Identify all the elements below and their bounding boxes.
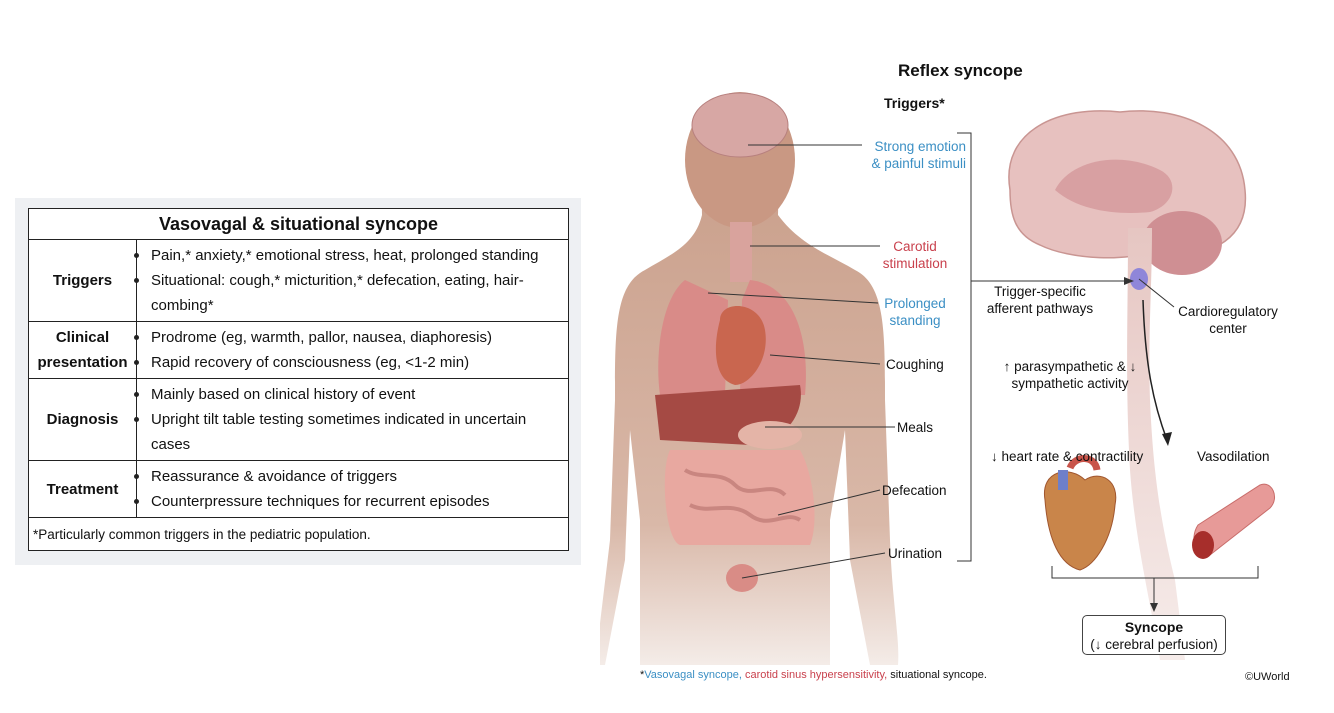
- row-label: Treatment: [28, 460, 137, 518]
- afferent-arrowhead: [1124, 277, 1134, 285]
- list-item: Upright tilt table testing sometimes ind…: [134, 407, 562, 457]
- list-item: Prodrome (eg, warmth, pallor, nausea, di…: [134, 325, 562, 350]
- table-footnote: *Particularly common triggers in the ped…: [28, 517, 569, 551]
- reflex-syncope-diagram: Reflex syncope Triggers* Strong emotion …: [600, 0, 1334, 713]
- blood-vessel-illustration: [1192, 483, 1275, 559]
- right-lung: [658, 280, 728, 395]
- trachea-shape: [730, 222, 752, 282]
- intestine-loops: [683, 468, 802, 523]
- corpus-callosum: [1055, 159, 1173, 213]
- table-row-diagnosis: Diagnosis Mainly based on clinical histo…: [28, 378, 569, 461]
- list-item: Counterpressure techniques for recurrent…: [134, 489, 562, 514]
- heart-shape: [715, 306, 766, 385]
- efferent-arrow-line: [1142, 299, 1168, 441]
- trigger-label-urination: Urination: [888, 546, 943, 561]
- row-label: Triggers: [28, 239, 137, 322]
- trigger-leader-lines: [707, 144, 895, 579]
- footnote-star: *: [640, 669, 645, 681]
- diagram-title: Reflex syncope: [898, 61, 1023, 80]
- spinal-cord: [1127, 228, 1185, 660]
- bracket-and-arrows: [957, 132, 1259, 605]
- syncope-summary-table: Vasovagal & situational syncope Triggers…: [28, 208, 569, 551]
- heart-illustration: [1044, 455, 1117, 571]
- table-row-clinical-presentation: Clinical presentation Prodrome (eg, warm…: [28, 321, 569, 379]
- efferent-arrowhead: [1162, 432, 1172, 446]
- afferent-pathways-label: Trigger-specific afferent pathways: [986, 284, 1094, 316]
- diagram-illustration: [600, 92, 1275, 665]
- intestines-shape: [664, 450, 815, 545]
- brain-shape: [691, 92, 789, 158]
- list-item: Mainly based on clinical history of even…: [134, 382, 562, 407]
- trigger-label-standing: Prolonged standing: [884, 296, 946, 328]
- triggers-heading: Triggers*: [884, 95, 945, 111]
- list-item: Pain,* anxiety,* emotional stress, heat,…: [134, 243, 562, 268]
- list-item: Rapid recovery of consciousness (eg, <1-…: [134, 350, 562, 375]
- human-body-illustration: [600, 92, 899, 665]
- diagram-footnote: *Vasovagal syncope, carotid sinus hypers…: [640, 669, 987, 681]
- list-item: Situational: cough,* micturition,* defec…: [134, 268, 562, 318]
- stomach-shape: [738, 421, 802, 449]
- brain-spinal-cord-illustration: [1008, 110, 1247, 660]
- trigger-label-emotion: Strong emotion & painful stimuli: [871, 139, 966, 171]
- table-title: Vasovagal & situational syncope: [28, 208, 569, 240]
- heart-effect-label: ↓ heart rate & contractility: [991, 449, 1144, 464]
- syncope-title: Syncope: [1124, 619, 1184, 635]
- syncope-subtitle: (↓ cerebral perfusion): [1090, 637, 1218, 652]
- syncope-summary-panel: Vasovagal & situational syncope Triggers…: [15, 198, 581, 565]
- footnote-vasovagal: Vasovagal syncope,: [644, 669, 742, 681]
- row-label: Diagnosis: [28, 378, 137, 461]
- footnote-carotid: carotid sinus hypersensitivity,: [744, 669, 888, 681]
- table-row-triggers: Triggers Pain,* anxiety,* emotional stre…: [28, 239, 569, 322]
- footnote-situational: situational syncope.: [890, 669, 987, 681]
- copyright-text: ©UWorld: [1245, 671, 1290, 683]
- trigger-label-coughing: Coughing: [886, 357, 944, 372]
- trigger-label-meals: Meals: [897, 420, 934, 435]
- cerebellum: [1142, 211, 1222, 275]
- vasodilation-label: Vasodilation: [1197, 449, 1270, 464]
- list-item: Reassurance & avoidance of triggers: [134, 464, 562, 489]
- trigger-label-carotid: Carotid stimulation: [882, 239, 948, 271]
- cardioregulatory-center-label: Cardioregulatory center: [1178, 304, 1278, 336]
- trigger-label-defecation: Defecation: [882, 483, 947, 498]
- syncope-arrowhead: [1150, 603, 1158, 612]
- row-label: Clinical presentation: [28, 321, 137, 379]
- table-row-treatment: Treatment Reassurance & avoidance of tri…: [28, 460, 569, 518]
- autonomic-activity-label: ↑ parasympathetic & ↓ sympathetic activi…: [1003, 359, 1137, 391]
- syncope-outcome-box: Syncope (↓ cerebral perfusion): [1082, 615, 1226, 655]
